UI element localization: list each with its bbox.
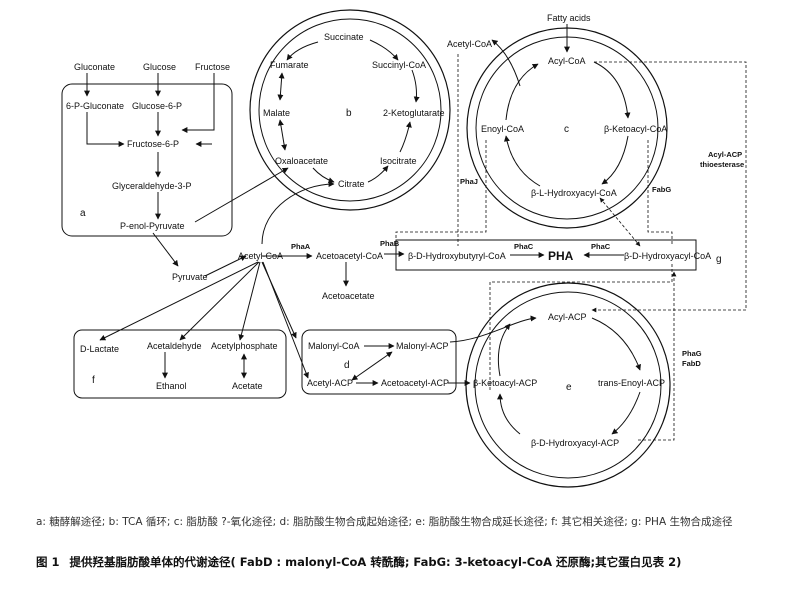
node-citrate: Citrate — [338, 179, 365, 189]
node-fatty-acids: Fatty acids — [547, 13, 591, 23]
node-malate: Malate — [263, 108, 290, 118]
node-glucose: Glucose — [143, 62, 176, 72]
label-a: a — [80, 208, 86, 219]
node-acetoacetyl-acp: Acetoacetyl-ACP — [381, 378, 449, 388]
node-acyl-coa: Acyl-CoA — [548, 56, 586, 66]
node-p-enol-pyruvate: P-enol-Pyruvate — [120, 221, 185, 231]
node-acetylphosphate: Acetylphosphate — [211, 341, 278, 351]
node-acetaldehyde: Acetaldehyde — [147, 341, 202, 351]
node-beta-ketoacyl-acp: β-Ketoacyl-ACP — [473, 378, 537, 388]
dashed-connectors — [395, 54, 747, 441]
node-enoyl-coa: Enoyl-CoA — [481, 124, 524, 134]
node-malonyl-coa: Malonyl-CoA — [308, 341, 360, 351]
node-2-ketoglutarate: 2-Ketoglutarate — [383, 108, 445, 118]
node-pha: PHA — [548, 249, 574, 263]
node-acetyl-coa: Acetyl-CoA — [238, 251, 283, 261]
circle-b-tca — [249, 9, 451, 211]
node-gluconate: Gluconate — [74, 62, 115, 72]
node-beta-d-hydroxyacyl-acp: β-D-Hydroxyacyl-ACP — [531, 438, 619, 448]
figure-number: 图 1 — [36, 555, 60, 569]
enzyme-phac-left: PhaC — [514, 242, 534, 251]
node-pyruvate: Pyruvate — [172, 272, 208, 282]
node-beta-ketoacyl-coa: β-Ketoacyl-CoA — [604, 124, 667, 134]
node-fructose: Fructose — [195, 62, 230, 72]
metabolic-pathway-diagram: Gluconate Glucose Fructose 6-P-Gluconate… — [61, 9, 747, 488]
box-a-glycolysis — [61, 83, 233, 237]
figure-title: 提供羟基脂肪酸单体的代谢途径( FabD : malonyl-CoA 转酰酶; … — [69, 555, 682, 569]
label-f: f — [92, 375, 95, 386]
node-acetate: Acetate — [232, 381, 263, 391]
enzyme-phag: PhaG — [682, 349, 702, 358]
label-c: c — [564, 124, 569, 135]
enzyme-acyl-acp-thioesterase-line1: Acyl-ACP — [708, 150, 742, 159]
label-d: d — [344, 360, 350, 371]
node-acetoacetyl-coa: Acetoacetyl-CoA — [316, 251, 383, 261]
enzyme-acyl-acp-thioesterase-line2: thioesterase — [700, 160, 744, 169]
figure-legend: a: 糖酵解途径; b: TCA 循环; c: 脂肪酸 ?-氧化途径; d: 脂… — [36, 516, 733, 528]
label-g: g — [716, 254, 722, 265]
figure-caption: 图 1 提供羟基脂肪酸单体的代谢途径( FabD : malonyl-CoA 转酰… — [36, 552, 776, 573]
pathway-arrows — [84, 24, 641, 435]
enzyme-phac-right: PhaC — [591, 242, 611, 251]
node-oxaloacetate: Oxaloacetate — [275, 156, 328, 166]
enzyme-phaa: PhaA — [291, 242, 311, 251]
node-succinate: Succinate — [324, 32, 364, 42]
node-beta-l-hydroxyacyl-coa: β-L-Hydroxyacyl-CoA — [531, 188, 617, 198]
box-f-related-pathways — [73, 329, 287, 399]
enzyme-phab: PhaB — [380, 239, 400, 248]
node-fructose-6-p: Fructose-6-P — [127, 139, 179, 149]
node-d-lactate: D-Lactate — [80, 344, 119, 354]
node-ethanol: Ethanol — [156, 381, 187, 391]
enzyme-fabd: FabD — [682, 359, 701, 368]
enzyme-phaj: PhaJ — [460, 177, 478, 186]
node-6-p-gluconate: 6-P-Gluconate — [66, 101, 124, 111]
node-fumarate: Fumarate — [270, 60, 309, 70]
label-e: e — [566, 382, 572, 393]
node-acetyl-coa-top: Acetyl-CoA — [447, 39, 492, 49]
node-acetyl-acp: Acetyl-ACP — [307, 378, 353, 388]
node-glyceraldehyde-3-p: Glyceraldehyde-3-P — [112, 181, 192, 191]
node-beta-d-hydroxyacyl-coa: β-D-Hydroxyacyl-CoA — [624, 251, 711, 261]
node-beta-d-hydroxybutyryl-coa: β-D-Hydroxybutyryl-CoA — [408, 251, 506, 261]
node-glucose-6-p: Glucose-6-P — [132, 101, 182, 111]
node-malonyl-acp: Malonyl-ACP — [396, 341, 449, 351]
node-acetoacetate: Acetoacetate — [322, 291, 375, 301]
node-isocitrate: Isocitrate — [380, 156, 417, 166]
node-trans-enoyl-acp: trans-Enoyl-ACP — [598, 378, 665, 388]
enzyme-fabg: FabG — [652, 185, 671, 194]
node-acyl-acp: Acyl-ACP — [548, 312, 587, 322]
box-g-pha-synthesis — [395, 239, 697, 271]
label-b: b — [346, 108, 352, 119]
node-succinyl-coa: Succinyl-CoA — [372, 60, 426, 70]
